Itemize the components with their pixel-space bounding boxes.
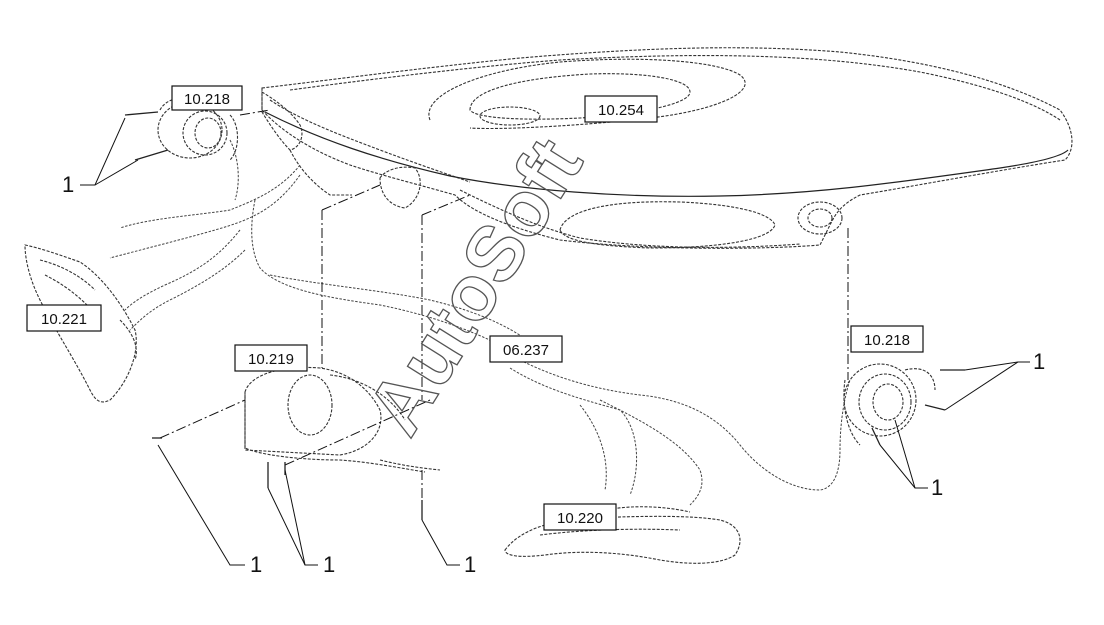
dashboard-body (261, 47, 1073, 249)
label-text: 10.254 (598, 102, 644, 119)
label-10-221: 10.221 (26, 304, 102, 332)
callout-leaders (80, 117, 1030, 566)
callout-1-bottom-mid: 1 (464, 552, 476, 577)
label-06-237: 06.237 (489, 335, 563, 363)
callout-1-top-left: 1 (62, 172, 74, 197)
air-ducts (109, 164, 851, 506)
label-text: 10.218 (184, 91, 230, 108)
assembly-lines (159, 109, 849, 510)
label-10-220: 10.220 (543, 503, 617, 531)
footwell-duct (504, 506, 741, 564)
label-text: 06.237 (503, 342, 549, 359)
label-text: 10.220 (557, 510, 603, 527)
label-10-218-right: 10.218 (850, 325, 924, 353)
label-text: 10.218 (864, 332, 910, 349)
label-10-218-top: 10.218 (171, 85, 243, 111)
center-vent (244, 366, 441, 473)
callout-1-right-top: 1 (1033, 349, 1045, 374)
screws (124, 111, 965, 520)
label-10-254: 10.254 (584, 95, 658, 123)
label-10-219: 10.219 (234, 344, 308, 372)
vent-assembly-left (157, 96, 239, 201)
label-text: 10.221 (41, 311, 87, 328)
callout-1-bottom-left: 1 (250, 552, 262, 577)
callout-1-bottom-center: 1 (323, 552, 335, 577)
callout-1-right-bottom: 1 (931, 475, 943, 500)
label-text: 10.219 (248, 351, 294, 368)
vent-assembly-right (843, 363, 936, 446)
